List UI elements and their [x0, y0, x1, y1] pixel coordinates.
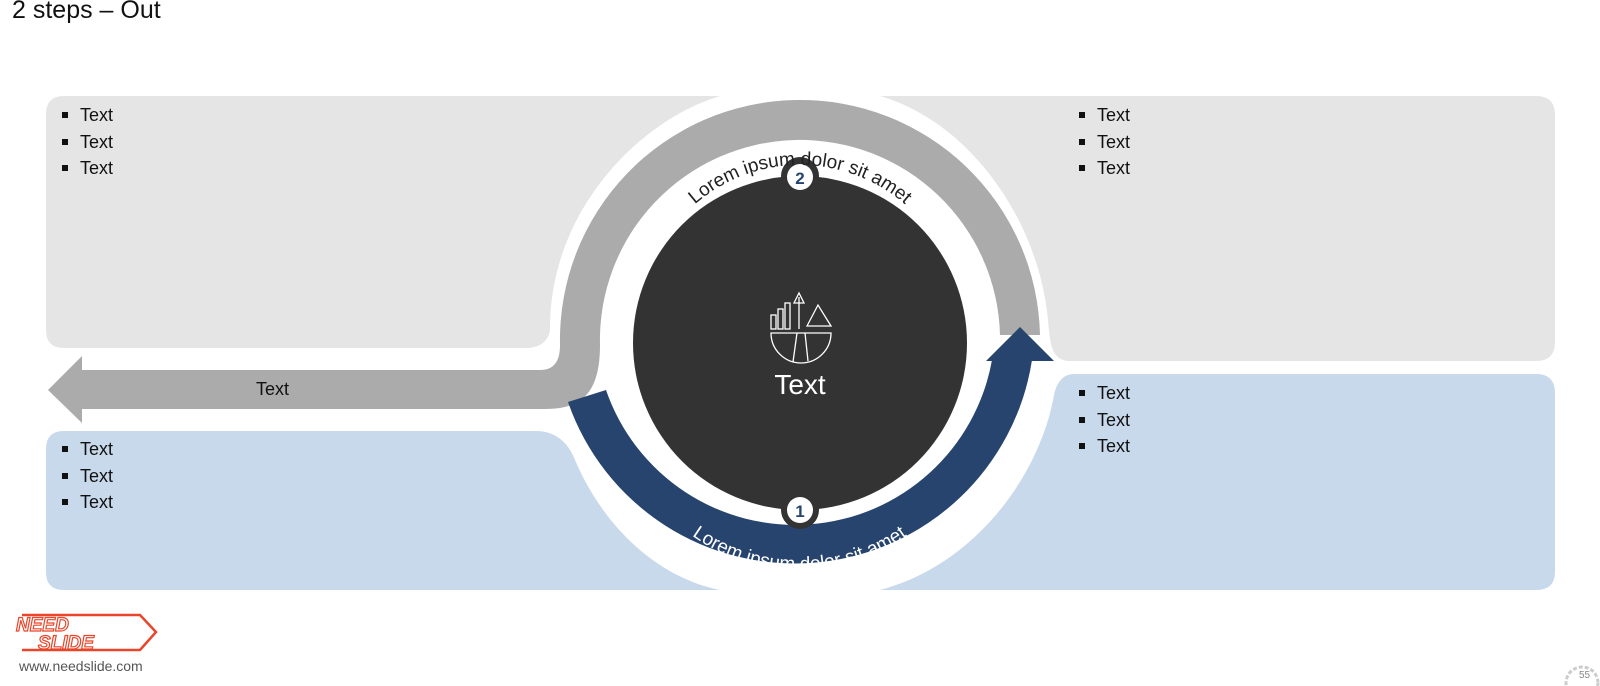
panel-bottom-right-list: Text Text Text — [1075, 380, 1130, 460]
blue-arc — [568, 360, 1032, 564]
needslide-logo: NEED SLIDE — [15, 613, 158, 655]
panel-top-right — [880, 96, 1555, 361]
panel-bottom-right — [880, 374, 1555, 590]
exit-arrow-label: Text — [256, 379, 290, 399]
center-label: Text — [774, 369, 826, 400]
list-item: Text — [58, 155, 113, 182]
chart-icon — [770, 291, 833, 364]
panel-bottom-left-list: Text Text Text — [58, 436, 113, 516]
list-item: Text — [1075, 407, 1130, 434]
list-item: Text — [58, 489, 113, 516]
list-item: Text — [1075, 380, 1130, 407]
list-item: Text — [1075, 155, 1130, 182]
gray-arc — [559, 99, 1040, 345]
svg-text:SLIDE: SLIDE — [38, 633, 95, 654]
panel-top-left — [46, 96, 720, 348]
list-item: Text — [58, 129, 113, 156]
panel-bottom-left — [46, 431, 720, 590]
website-text: www.needslide.com — [19, 658, 143, 674]
step-1-number: 1 — [795, 502, 804, 521]
center-circle — [633, 176, 967, 510]
list-item: Text — [1075, 433, 1130, 460]
list-item: Text — [1075, 129, 1130, 156]
gear-icon — [1564, 665, 1600, 686]
list-item: Text — [1075, 102, 1130, 129]
exit-arrow — [48, 345, 600, 423]
slide-title: 2 steps – Out — [12, 0, 161, 24]
panel-top-left-list: Text Text Text — [58, 102, 113, 182]
list-item: Text — [58, 463, 113, 490]
step-2-number: 2 — [795, 169, 804, 188]
list-item: Text — [58, 102, 113, 129]
panel-top-right-list: Text Text Text — [1075, 102, 1130, 182]
page-number: 55 — [1579, 670, 1591, 681]
svg-text:NEED: NEED — [16, 615, 69, 636]
blue-arrow-head — [986, 327, 1054, 361]
list-item: Text — [58, 436, 113, 463]
